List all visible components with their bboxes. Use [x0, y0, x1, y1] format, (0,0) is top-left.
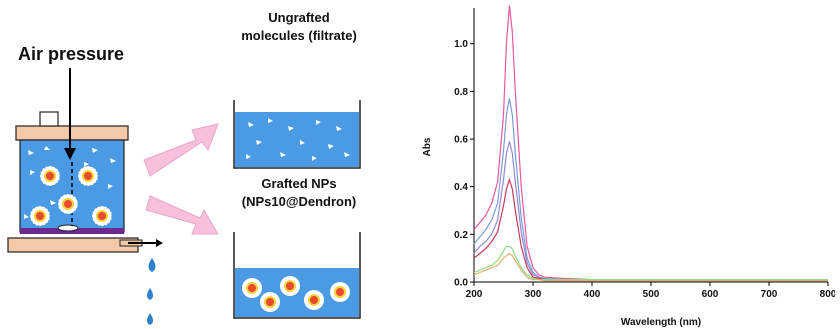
series-line-1: [473, 98, 828, 281]
series-line-3: [473, 177, 828, 281]
series-line-5: [473, 252, 828, 282]
drop-2: [147, 288, 153, 300]
ungrafted-label-line2: molecules (filtrate): [241, 28, 357, 43]
filtrate-beaker: [233, 100, 361, 169]
ungrafted-label-line1: Ungrafted: [268, 10, 330, 25]
series-line-0: [473, 5, 828, 281]
x-tick-label-5: 700: [761, 289, 778, 300]
x-tick-label-3: 500: [643, 289, 660, 300]
filtrate-molecules: [246, 118, 350, 161]
y-tick-label-5: 1.0: [454, 39, 468, 50]
y-tick-label-3: 0.6: [454, 135, 468, 146]
x-tick-label-6: 800: [820, 289, 835, 300]
stirrer: [57, 224, 79, 232]
drop-1: [148, 258, 156, 272]
grafted-nanoparticles: [242, 276, 350, 312]
grafted-label-line2: (NPs10@Dendron): [241, 194, 357, 209]
y-tick-label-4: 0.8: [454, 87, 468, 98]
arrow-to-grafted: [145, 195, 219, 235]
x-tick-label-0: 200: [466, 289, 483, 300]
x-tick-label-4: 600: [702, 289, 719, 300]
y-tick-label-1: 0.2: [454, 230, 468, 241]
x-axis-label: Wavelength (nm): [621, 317, 701, 328]
y-tick-label-2: 0.4: [454, 182, 468, 193]
plot-area: 0.0 0.2 0.4 0.6 0.8 1.0 200 300 400 500 600 700 800: [454, 5, 835, 300]
base-plate: [7, 237, 139, 253]
grafted-label-line1: Grafted NPs: [261, 176, 337, 191]
x-tick-label-1: 300: [525, 289, 542, 300]
arrow-to-filtrate: [143, 123, 219, 177]
grafted-beaker: [233, 232, 361, 319]
drop-3: [147, 313, 153, 325]
cell-cap: [39, 111, 59, 127]
series-line-4: [473, 245, 828, 281]
cell-molecules: [24, 146, 116, 219]
y-tick-label-0: 0.0: [454, 278, 468, 289]
cell-nanoparticles: [29, 165, 113, 227]
y-axis-label: Abs: [422, 137, 433, 156]
x-tick-label-2: 400: [584, 289, 601, 300]
cell-top-frame: [15, 125, 129, 141]
air-pressure-label: Air pressure: [18, 44, 125, 64]
